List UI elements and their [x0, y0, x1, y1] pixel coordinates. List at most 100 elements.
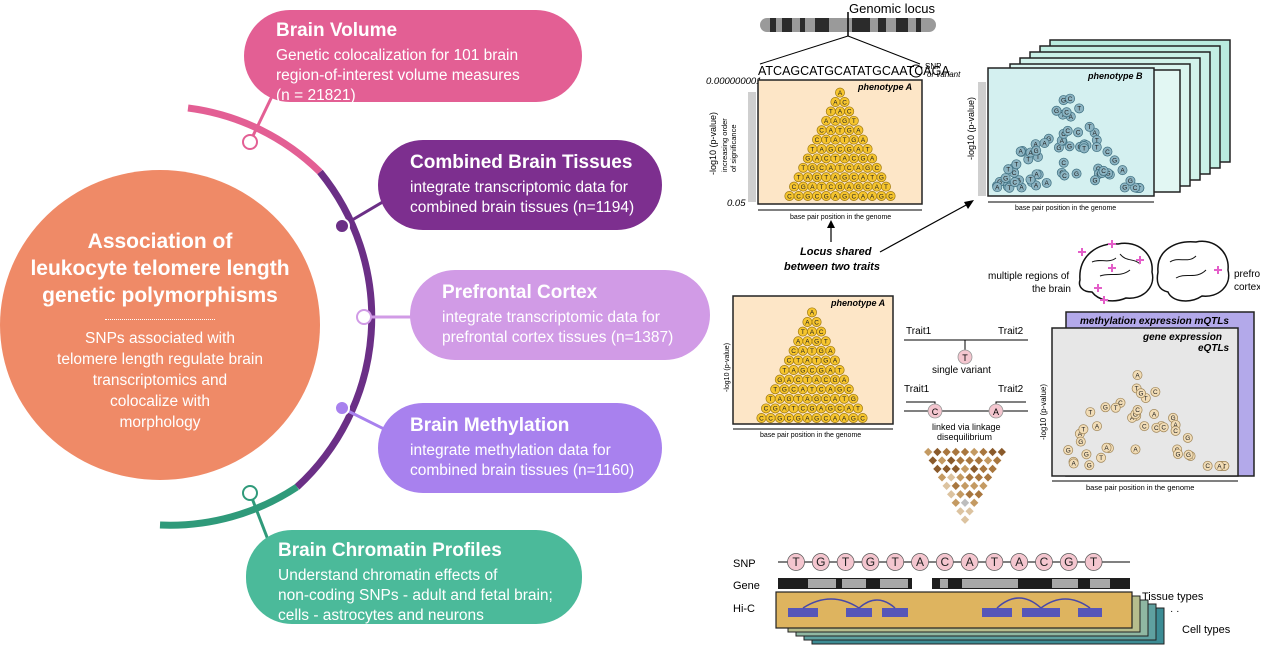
svg-text:C: C	[1101, 168, 1106, 175]
center-body-line: SNPs associated with	[85, 330, 235, 347]
letter-dot: A	[867, 191, 878, 201]
snp-letter: C	[935, 553, 954, 571]
svg-text:A: A	[838, 109, 843, 116]
letter-dot: G	[839, 191, 850, 201]
letter-dot: T	[862, 144, 873, 154]
letter-dot: G	[844, 144, 855, 154]
svg-text:G: G	[866, 555, 875, 569]
letter-dot: T	[821, 172, 832, 183]
svg-text:T: T	[773, 386, 777, 393]
letter-dot: T	[881, 181, 891, 192]
phenotype-a-label: phenotype A	[857, 82, 912, 92]
y-axis-label-c: -log10 (p-value)	[724, 343, 731, 392]
letter-dot: A	[871, 181, 882, 192]
hic-contact-blocks	[788, 608, 1102, 617]
svg-text:T: T	[1077, 106, 1081, 113]
snp-letter: A	[911, 553, 929, 571]
pill-line: integrate transcriptomic data for	[410, 179, 628, 196]
letter-dot: T	[1096, 452, 1106, 463]
svg-text:A: A	[824, 118, 829, 125]
letter-dot: A	[802, 393, 813, 404]
y-bottom-label: 0.05	[727, 198, 746, 209]
letter-dot: T	[867, 172, 878, 183]
center-circle: Association of leukocyte telomere length…	[0, 170, 320, 480]
right-diagram: Genomic locus ATCAGCATGCATATGCAATCAGA SN…	[706, 1, 1260, 645]
svg-text:A: A	[861, 137, 866, 144]
center-body-line: telomere length regulate brain	[57, 351, 263, 368]
svg-text:A: A	[1042, 140, 1047, 147]
pill-line: non-coding SNPs - adult and fetal brain;	[278, 587, 553, 604]
svg-text:A: A	[1015, 555, 1023, 569]
letter-dot: C	[820, 374, 831, 385]
svg-text:A: A	[782, 406, 787, 413]
y-axis-label-a: -log10 (p-value)	[708, 112, 718, 175]
svg-text:G: G	[1185, 435, 1190, 442]
snp-letter: T	[1084, 553, 1103, 571]
svg-text:A: A	[791, 367, 796, 374]
svg-text:G: G	[851, 137, 856, 144]
letter-dot: C	[857, 413, 868, 423]
svg-text:C: C	[1062, 173, 1067, 180]
svg-text:C: C	[1068, 96, 1073, 103]
node-combined	[334, 218, 350, 234]
letter-dot: G	[876, 172, 887, 183]
svg-text:T: T	[810, 386, 814, 393]
shared-label-line-2: between two traits	[784, 261, 880, 273]
single-variant-label: single variant	[932, 365, 991, 376]
svg-text:C: C	[815, 193, 820, 200]
letter-dot: G	[1182, 432, 1193, 443]
svg-text:T: T	[1114, 405, 1118, 412]
svg-text:G: G	[1056, 145, 1061, 152]
ld-cell	[936, 455, 948, 466]
svg-text:A: A	[805, 338, 810, 345]
svg-text:A: A	[778, 396, 783, 403]
letter-dot: G	[816, 365, 827, 375]
letter-dot: C	[812, 134, 822, 145]
letter-dot: A	[830, 115, 841, 126]
svg-text:A: A	[796, 338, 801, 345]
svg-text:C: C	[823, 396, 828, 403]
svg-text:A: A	[1045, 180, 1050, 187]
letter-dot: T	[1084, 121, 1095, 132]
letter-dot: G	[1031, 145, 1042, 156]
ld-cell	[987, 463, 998, 474]
pill-line: Understand chromatin effects of	[278, 567, 498, 584]
letter-dot: A	[825, 162, 836, 173]
letter-dot: G	[774, 413, 785, 423]
svg-text:G: G	[814, 338, 819, 345]
mqtl-label: methylation expression mQTLs	[1080, 316, 1229, 327]
svg-text:T: T	[801, 165, 805, 172]
letter-dot: G	[802, 153, 813, 164]
svg-text:C: C	[1161, 425, 1166, 432]
letter-dot: G	[1084, 460, 1095, 471]
svg-text:T: T	[870, 174, 874, 181]
svg-text:C: C	[791, 386, 796, 393]
svg-text:G: G	[1034, 148, 1039, 155]
pill-title: Prefrontal Cortex	[442, 282, 598, 303]
letter-dot: C	[834, 403, 845, 414]
letter-dot: C	[1150, 386, 1161, 397]
ld-cell	[964, 455, 975, 466]
svg-text:T: T	[842, 555, 850, 569]
svg-text:C: C	[819, 127, 824, 134]
letter-dot: T	[1003, 164, 1014, 175]
letter-dot: G	[1119, 182, 1130, 193]
svg-text:C: C	[837, 406, 842, 413]
svg-text:G: G	[814, 396, 819, 403]
svg-text:A: A	[1072, 461, 1077, 468]
letter-dot: A	[784, 374, 794, 385]
ld-cell	[946, 455, 957, 466]
svg-text:T: T	[1036, 154, 1040, 161]
svg-text:T: T	[884, 184, 888, 191]
svg-text:T: T	[991, 555, 999, 569]
svg-text:T: T	[824, 174, 828, 181]
letter-dot: A	[844, 181, 855, 192]
letter-dot: C	[871, 162, 882, 173]
letter-dot: A	[1101, 442, 1112, 453]
ld-cell	[923, 446, 934, 458]
letter-dot: G	[848, 393, 859, 404]
letter-dot: T	[770, 384, 781, 395]
letter-dot: C	[1062, 125, 1073, 136]
chromosome-bands	[770, 18, 921, 32]
letter-dot: G	[793, 413, 804, 423]
